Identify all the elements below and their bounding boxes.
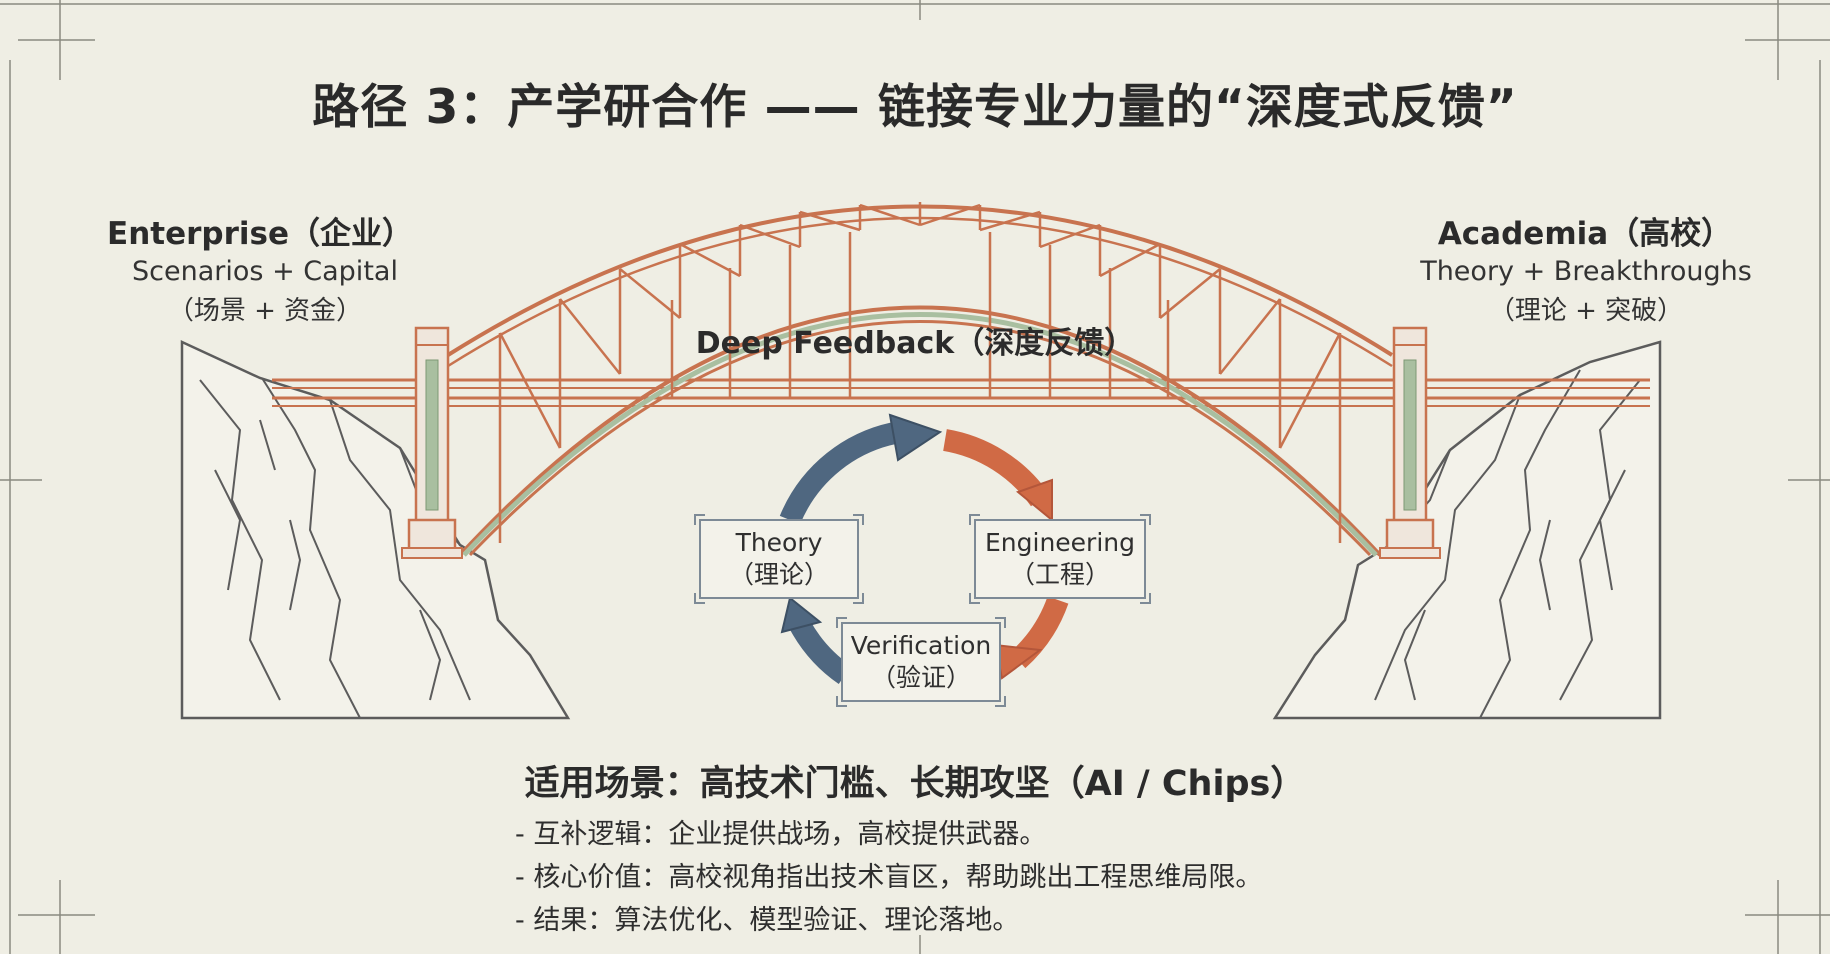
- engineering-box: [969, 514, 1151, 604]
- bullet-complementary: - 互补逻辑：企业提供战场，高校提供武器。: [515, 819, 1047, 850]
- arrow-top-to-engineering: [942, 429, 1053, 523]
- left-tower: [401, 326, 463, 559]
- bullet-core-value: - 核心价值：高校视角指出技术盲区，帮助跳出工程思维局限。: [515, 862, 1263, 893]
- academia-subtitle-cn: （理论 + 突破）: [1488, 296, 1684, 326]
- verification-label-cn: （验证）: [870, 663, 971, 692]
- arrow-verification-to-theory: [780, 596, 852, 685]
- verification-label: Verification: [850, 631, 992, 660]
- right-cliff: [1272, 340, 1662, 720]
- page-title: 路径 3：产学研合作 —— 链接专业力量的“深度式反馈”: [312, 80, 1518, 135]
- verification-box: [836, 617, 1006, 707]
- academia-subtitle: Theory + Breakthroughs: [1420, 256, 1752, 287]
- engineering-label: Engineering: [985, 528, 1135, 557]
- bridge-truss: [498, 202, 1342, 543]
- theory-node: Theory （理论）: [700, 527, 858, 591]
- theory-label: Theory: [735, 528, 823, 557]
- theory-box: [694, 514, 864, 604]
- bridge-label: Deep Feedback（深度反馈）: [695, 326, 1135, 361]
- verification-node: Verification （验证）: [842, 630, 1000, 694]
- theory-label-cn: （理论）: [728, 560, 829, 589]
- academia-title: Academia（高校）: [1437, 216, 1733, 252]
- enterprise-title: Enterprise（企业）: [107, 216, 413, 252]
- bullet-result: - 结果：算法优化、模型验证、理论落地。: [515, 905, 1020, 936]
- bridge-deck: [272, 378, 1650, 407]
- engineering-label-cn: （工程）: [1009, 560, 1110, 589]
- engineering-node: Engineering （工程）: [975, 527, 1145, 591]
- enterprise-subtitle: Scenarios + Capital: [132, 256, 398, 287]
- right-tower: [1379, 326, 1441, 559]
- scenario-heading: 适用场景：高技术门槛、长期攻坚（AI / Chips）: [524, 764, 1306, 804]
- enterprise-subtitle-cn: （场景 + 资金）: [167, 296, 363, 326]
- arrow-theory-to-engineering: [779, 413, 943, 525]
- arrow-engineering-to-verification: [993, 596, 1069, 680]
